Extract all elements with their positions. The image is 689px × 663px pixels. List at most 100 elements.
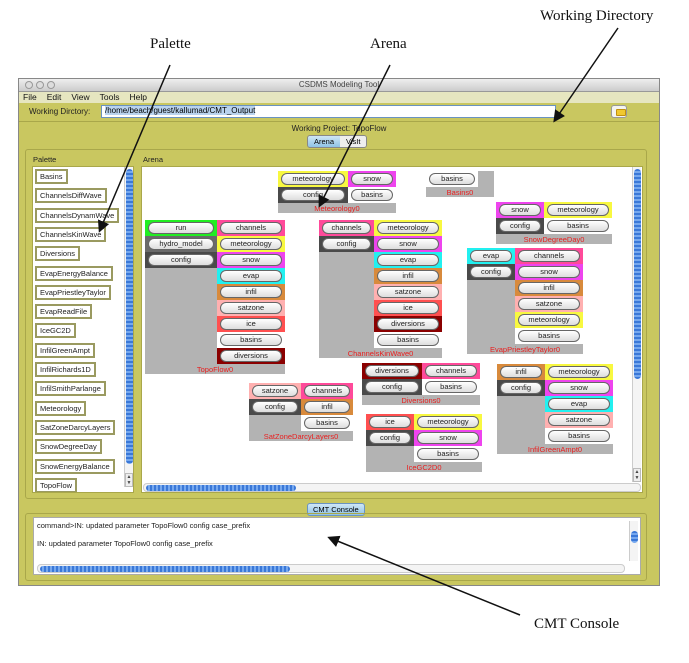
port-button[interactable]: config (499, 220, 541, 232)
port-button[interactable]: snow (220, 254, 282, 266)
port-button[interactable]: snow (417, 432, 479, 444)
port-button[interactable]: diversions (220, 350, 282, 362)
zoom-window-button[interactable] (47, 81, 55, 89)
port-button[interactable]: infil (220, 286, 282, 298)
port-button[interactable]: basins (351, 189, 393, 201)
palette-item[interactable]: ChannelsKinWave (35, 226, 107, 242)
port-button[interactable]: snow (351, 173, 393, 185)
palette-item[interactable]: EvapPriestleyTaylor (35, 284, 111, 300)
port-button[interactable]: config (470, 266, 512, 278)
palette-item[interactable]: Basins (35, 169, 68, 184)
port-button[interactable]: meteorology (518, 314, 580, 326)
palette-item[interactable]: SnowEnergyBalance (35, 458, 115, 474)
port-button[interactable]: config (365, 381, 419, 393)
port-button[interactable]: basins (518, 330, 580, 342)
port-button[interactable]: satzone (518, 298, 580, 310)
port-button[interactable]: channels (220, 222, 282, 234)
port-button[interactable]: basins (220, 334, 282, 346)
palette-item[interactable]: Meteorology (35, 400, 87, 416)
port-button[interactable]: meteorology (281, 173, 345, 185)
port-button[interactable]: meteorology (220, 238, 282, 250)
port-button[interactable]: basins (377, 334, 439, 346)
component-channelskinwave0[interactable]: channels config meteorology snow evap infil sa… (319, 220, 442, 358)
port-button[interactable]: infil (500, 366, 542, 378)
palette-item[interactable]: SnowDegreeDay (35, 439, 102, 455)
port-button[interactable]: diversions (377, 318, 439, 330)
minimize-window-button[interactable] (36, 81, 44, 89)
port-button[interactable]: snow (548, 382, 610, 394)
port-button[interactable]: basins (547, 220, 609, 232)
browse-folder-button[interactable] (611, 105, 627, 118)
palette-item[interactable]: InfilRichards1D (35, 362, 96, 377)
port-button[interactable]: channels (425, 365, 477, 377)
port-button[interactable]: channels (304, 385, 350, 397)
port-button[interactable]: evap (470, 250, 512, 262)
menu-edit[interactable]: Edit (46, 92, 62, 102)
port-button[interactable]: channels (518, 250, 580, 262)
port-button[interactable]: meteorology (377, 222, 439, 234)
arena-horizontal-scrollbar[interactable] (143, 483, 641, 492)
tab-arena[interactable]: Arena (308, 136, 341, 147)
console-hscroll-thumb[interactable] (40, 566, 290, 572)
port-button[interactable]: satzone (252, 385, 298, 397)
port-button[interactable]: diversions (365, 365, 419, 377)
port-button[interactable]: evap (377, 254, 439, 266)
cmt-console-tab[interactable]: CMT Console (307, 503, 365, 516)
menu-view[interactable]: View (71, 92, 90, 102)
arena-vscroll-thumb[interactable] (634, 169, 641, 379)
port-button[interactable]: snow (518, 266, 580, 278)
port-button[interactable]: basins (304, 417, 350, 429)
palette-item[interactable]: ChannelsDiffWave (35, 188, 107, 204)
port-button[interactable]: channels (322, 222, 371, 234)
port-button[interactable]: infil (304, 401, 350, 413)
palette-item[interactable]: ChannelsDynamWave (35, 207, 120, 223)
port-button[interactable]: satzone (548, 414, 610, 426)
close-window-button[interactable] (25, 81, 33, 89)
palette-item[interactable]: InfilSmithParlange (35, 381, 106, 397)
palette-item[interactable]: EvapEnergyBalance (35, 265, 113, 281)
port-button[interactable]: evap (220, 270, 282, 282)
port-button[interactable]: basins (548, 430, 610, 442)
palette-item[interactable]: SatZoneDarcyLayers (35, 419, 116, 435)
port-button[interactable]: basins (425, 381, 477, 393)
palette-item[interactable]: TopoFlow (35, 477, 78, 492)
port-button[interactable]: config (322, 238, 371, 250)
port-button[interactable]: satzone (220, 302, 282, 314)
port-button[interactable]: snow (377, 238, 439, 250)
palette-scrollbar[interactable]: ▲▼ (124, 167, 133, 487)
port-button[interactable]: ice (220, 318, 282, 330)
port-button[interactable]: satzone (377, 286, 439, 298)
port-button[interactable]: basins (429, 173, 475, 185)
port-button[interactable]: basins (417, 448, 479, 460)
working-directory-input[interactable]: /home/beach/guest/kallumad/CMT_Output (101, 105, 556, 118)
port-button[interactable]: snow (499, 204, 541, 216)
palette-item[interactable]: InfilGreenAmpt (35, 342, 96, 358)
menu-file[interactable]: File (23, 92, 37, 102)
console-vertical-scrollbar[interactable] (629, 521, 638, 561)
palette-scroll-arrows[interactable]: ▲▼ (125, 473, 133, 487)
menu-tools[interactable]: Tools (99, 92, 120, 102)
palette-scroll-thumb[interactable] (126, 169, 133, 464)
port-button[interactable]: evap (548, 398, 610, 410)
port-button[interactable]: meteorology (417, 416, 479, 428)
port-button[interactable]: hydro_model (148, 238, 214, 250)
port-button[interactable]: config (369, 432, 411, 444)
port-button[interactable]: config (148, 254, 214, 266)
port-button[interactable]: infil (377, 270, 439, 282)
arena-vscroll-arrows[interactable]: ▲▼ (633, 468, 641, 482)
palette-item[interactable]: EvapReadFile (35, 304, 93, 320)
tab-visit[interactable]: VisIt (340, 136, 367, 147)
port-button[interactable]: config (281, 189, 345, 201)
arena-hscroll-thumb[interactable] (146, 485, 296, 491)
console-horizontal-scrollbar[interactable] (37, 564, 625, 573)
port-button[interactable]: config (500, 382, 542, 394)
console-vscroll-thumb[interactable] (631, 531, 638, 543)
palette-item[interactable]: IceGC2D (35, 323, 76, 339)
